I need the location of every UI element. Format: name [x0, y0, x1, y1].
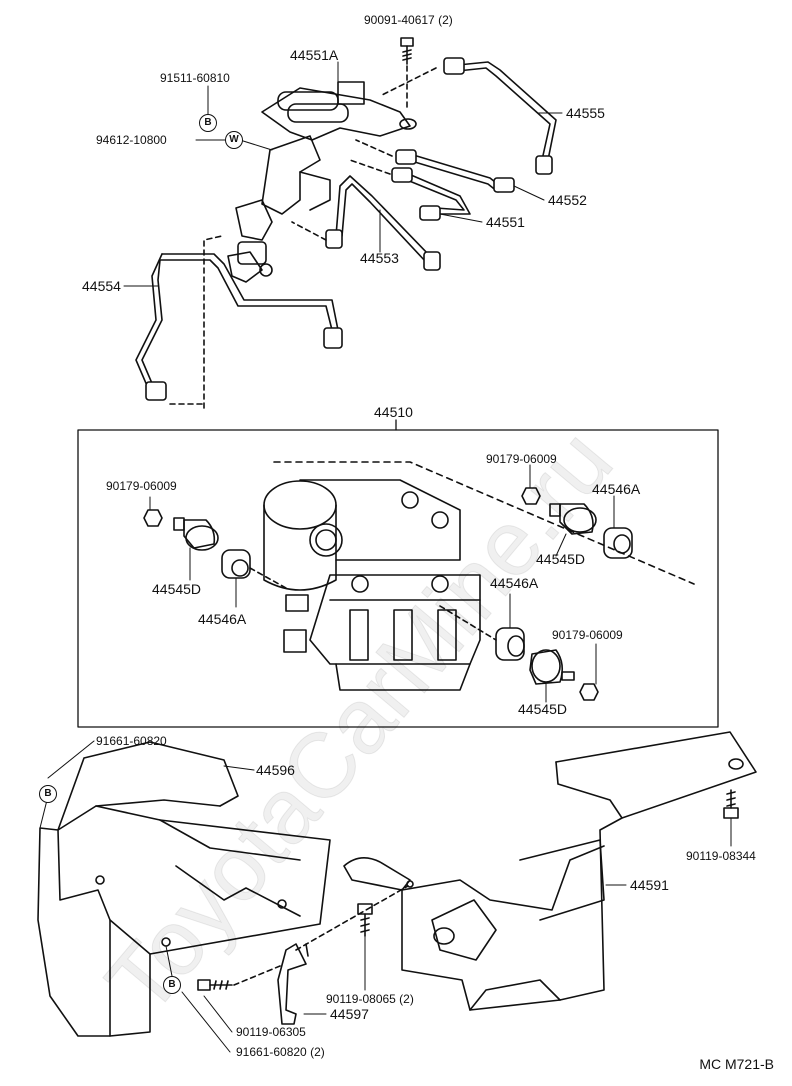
label-91511-60810: 91511-60810 [160, 71, 230, 85]
tube-44555 [379, 57, 557, 175]
bolt-90119-08344 [723, 789, 739, 819]
label-44546A-top: 44546A [592, 481, 641, 497]
label-44552: 44552 [548, 192, 587, 208]
label-90179-06009-left: 90179-06009 [106, 479, 177, 493]
bracket-44591 [343, 731, 757, 1011]
right-lower-parts [439, 605, 599, 701]
label-90119-06305: 90119-06305 [236, 1025, 306, 1039]
badge-b-cover: B [39, 785, 57, 803]
badge-b-bolt: B [199, 114, 217, 132]
label-44545D-top: 44545D [536, 551, 586, 567]
label-44553: 44553 [360, 250, 399, 266]
actuator-assembly-frame [77, 429, 719, 728]
actuator-body [263, 461, 695, 691]
label-44555: 44555 [566, 105, 605, 121]
label-44551A: 44551A [290, 47, 339, 63]
tube-44554 [135, 235, 343, 409]
label-44596: 44596 [256, 762, 295, 778]
cover-44596 [37, 741, 331, 1037]
label-94612-10800: 94612-10800 [96, 133, 167, 147]
label-90091-40617: 90091-40617 (2) [364, 13, 453, 27]
label-44545D-bottom: 44545D [518, 701, 568, 717]
label-91661-60820: 91661-60820 [96, 734, 167, 748]
tube-44552 [355, 139, 515, 193]
badge-b-lower: B [163, 976, 181, 994]
label-44591: 44591 [630, 877, 669, 893]
bolt-90119-06305 [197, 965, 281, 991]
label-90119-08065: 90119-08065 (2) [326, 992, 414, 1006]
label-44546A-left: 44546A [198, 611, 247, 627]
bolt-90091-40617 [400, 37, 414, 111]
bracket-assembly [227, 81, 417, 283]
label-90119-08344: 90119-08344 [686, 849, 756, 863]
label-44546A-bottom: 44546A [490, 575, 539, 591]
label-90179-06009-top: 90179-06009 [486, 452, 557, 466]
left-side-parts [143, 509, 287, 589]
label-44554: 44554 [82, 278, 121, 294]
label-91661-60820-2: 91661-60820 (2) [236, 1045, 325, 1059]
right-upper-parts [521, 487, 633, 559]
badge-w-washer: W [225, 131, 243, 149]
label-44510: 44510 [374, 404, 413, 420]
label-44545D-left: 44545D [152, 581, 202, 597]
bracket-44597 [277, 943, 309, 1025]
diagram-code: MC M721-B [699, 1056, 774, 1072]
leader-lines [39, 61, 732, 1053]
label-44597: 44597 [330, 1006, 369, 1022]
tube-44551 [349, 159, 471, 221]
tube-44553 [291, 175, 441, 271]
label-90179-06009-bottom: 90179-06009 [552, 628, 623, 642]
label-44551: 44551 [486, 214, 525, 230]
bolt-90119-08065 [295, 885, 409, 951]
